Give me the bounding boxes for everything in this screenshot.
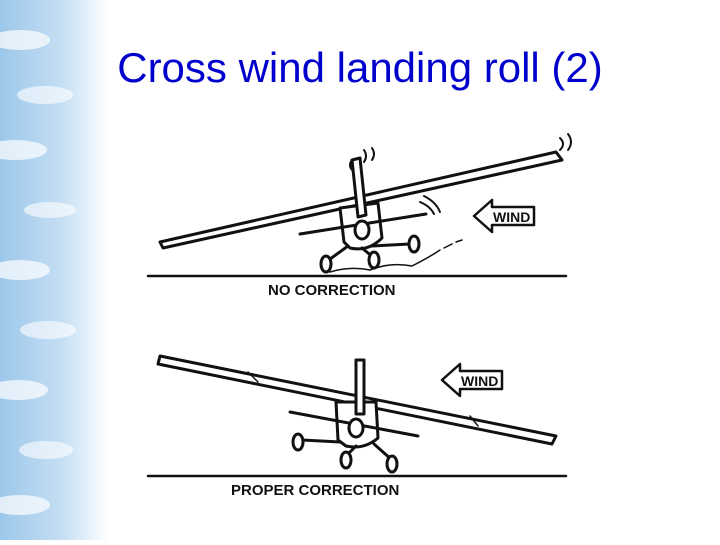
wind-label-top: WIND: [493, 209, 530, 225]
wind-arrow-bottom: [440, 362, 504, 398]
caption-no-correction: NO CORRECTION: [268, 282, 396, 299]
slide-title: Cross wind landing roll (2): [117, 44, 603, 91]
wind-label-bottom: WIND: [461, 373, 498, 389]
wind-arrow-top: [472, 198, 536, 234]
cloud-decoration: [0, 30, 76, 515]
caption-proper-correction: PROPER CORRECTION: [231, 482, 399, 499]
airplane-proper-correction: [156, 354, 558, 474]
sky-background-strip: [0, 0, 110, 540]
airplane-no-correction: [158, 133, 572, 274]
